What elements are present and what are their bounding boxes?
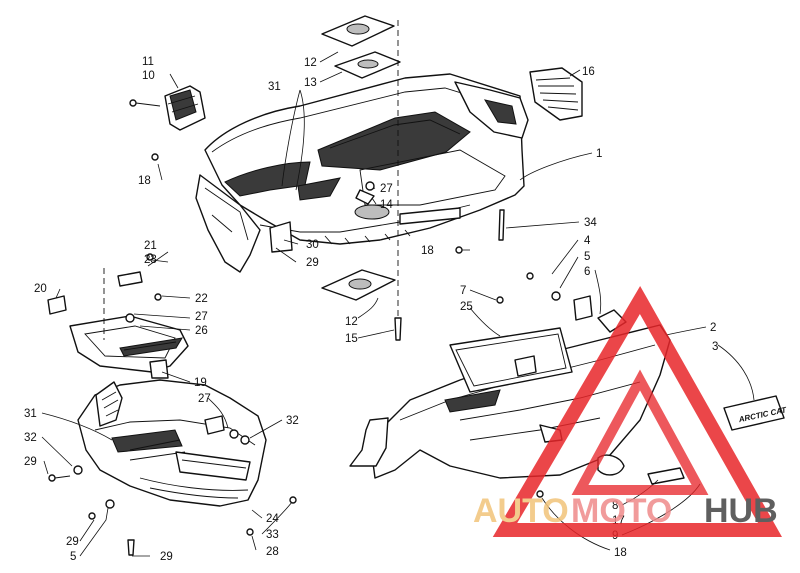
callout-5a: 5 <box>584 251 590 263</box>
callout-28: 28 <box>266 546 279 558</box>
callout-6: 6 <box>584 266 590 278</box>
callout-7: 7 <box>460 285 466 297</box>
watermark-moto: MOTO <box>571 492 672 530</box>
callout-20: 20 <box>34 283 47 295</box>
callout-26: 26 <box>195 325 208 337</box>
callout-10: 10 <box>142 70 155 82</box>
callout-12a: 12 <box>304 57 317 69</box>
callout-31a: 31 <box>268 81 281 93</box>
callout-18b: 18 <box>421 245 434 257</box>
callout-15: 15 <box>345 333 358 345</box>
callout-22: 22 <box>195 293 208 305</box>
callout-29c: 29 <box>66 536 79 548</box>
callout-27b: 27 <box>195 311 208 323</box>
callout-29a: 29 <box>306 257 319 269</box>
callout-4: 4 <box>584 235 591 247</box>
callout-34: 34 <box>584 217 597 229</box>
lower-console <box>48 379 297 556</box>
callout-18a: 18 <box>138 175 151 187</box>
callout-numbers: 1 2 3 4 5 5 6 7 8 9 10 11 12 12 13 14 15… <box>24 56 718 563</box>
callout-31b: 31 <box>24 408 37 420</box>
callout-14: 14 <box>380 199 393 211</box>
watermark-auto: AUTO <box>473 492 569 530</box>
callout-30: 30 <box>306 239 319 251</box>
callout-24: 24 <box>266 513 279 525</box>
callout-11: 11 <box>142 56 154 68</box>
arctic-cat-decal: ARCTIC CAT <box>723 395 788 431</box>
vent-grille <box>529 67 583 121</box>
callout-32a: 32 <box>24 432 37 444</box>
callout-19: 19 <box>194 377 207 389</box>
knob-assembly <box>129 85 206 131</box>
callout-33: 33 <box>266 529 279 541</box>
mounting-plates <box>321 15 402 341</box>
callout-21: 21 <box>144 240 157 252</box>
callout-2: 2 <box>710 322 716 334</box>
callout-5b: 5 <box>70 551 76 563</box>
callout-25: 25 <box>460 301 473 313</box>
callout-8: 8 <box>612 500 618 512</box>
console-panel <box>195 73 529 273</box>
watermark-triangle <box>492 285 782 537</box>
automotohub-watermark: AUTO MOTO HUB <box>473 285 782 537</box>
callout-23: 23 <box>144 254 157 266</box>
callout-18c: 18 <box>614 547 627 559</box>
callout-32b: 32 <box>286 415 299 427</box>
callout-13: 13 <box>304 77 317 89</box>
watermark-hub: HUB <box>704 492 778 530</box>
callout-29d: 29 <box>160 551 173 563</box>
hand-rail <box>47 253 189 379</box>
callout-29b: 29 <box>24 456 37 468</box>
callout-27c: 27 <box>198 393 211 405</box>
callout-3: 3 <box>712 341 718 353</box>
callout-16: 16 <box>582 66 595 78</box>
callout-27a: 27 <box>380 183 393 195</box>
callout-1: 1 <box>596 148 602 160</box>
callout-12b: 12 <box>345 316 358 328</box>
